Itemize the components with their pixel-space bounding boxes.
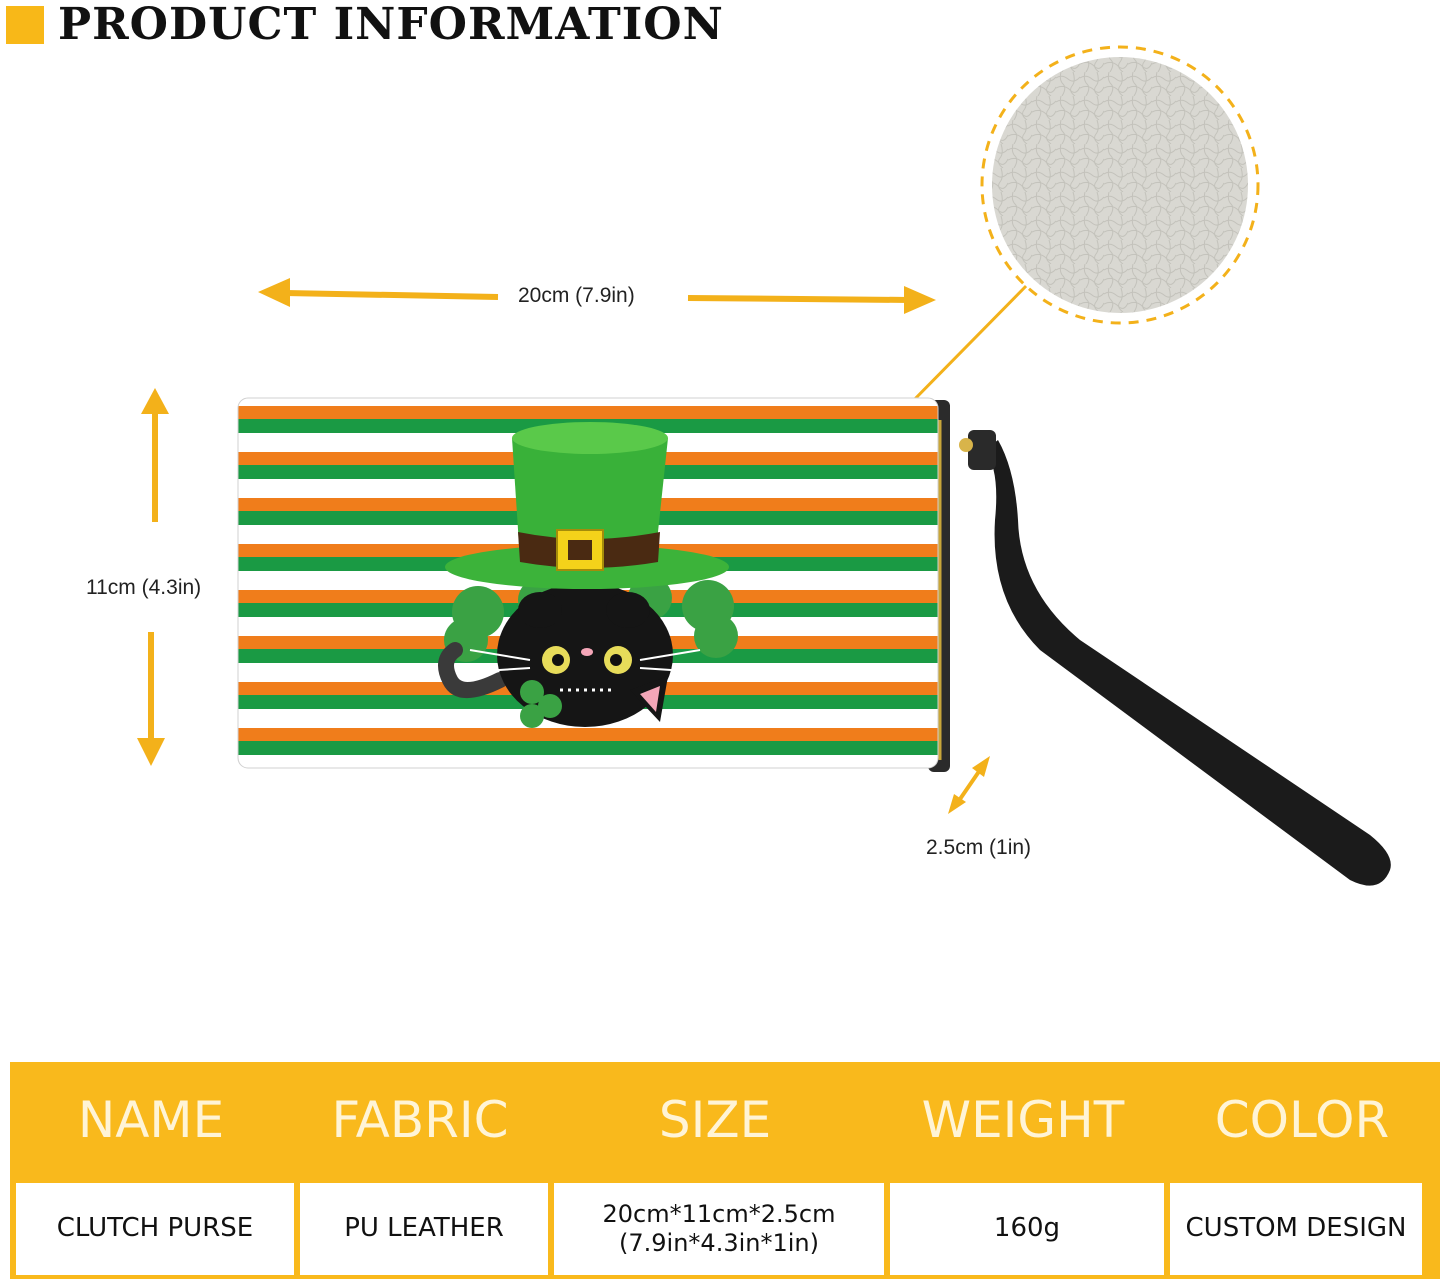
height-arrow [137, 388, 169, 766]
header-color: COLOR [1214, 1090, 1390, 1149]
page-title: PRODUCT INFORMATION [58, 0, 724, 50]
stripe-green [238, 787, 938, 801]
width-label: 20cm (7.9in) [518, 284, 635, 307]
value-color: CUSTOM DESIGN [1170, 1183, 1422, 1275]
depth-arrow [948, 756, 990, 814]
value-name: CLUTCH PURSE [16, 1183, 294, 1275]
width-arrow [258, 278, 936, 314]
header-fabric: FABRIC [331, 1090, 509, 1149]
stripe-green [238, 741, 938, 755]
height-label: 11cm (4.3in) [86, 576, 202, 599]
value-size: 20cm*11cm*2.5cm (7.9in*4.3in*1in) [554, 1183, 884, 1275]
stripe-orange [238, 728, 938, 741]
header-square-icon [6, 6, 44, 44]
spec-table-header: NAME FABRIC SIZE WEIGHT COLOR [10, 1062, 1440, 1177]
value-fabric: PU LEATHER [300, 1183, 548, 1275]
header-size: SIZE [658, 1090, 772, 1149]
value-weight: 160g [890, 1183, 1164, 1275]
depth-label: 2.5cm (1in) [926, 836, 1032, 859]
stripe-orange [238, 774, 938, 787]
value-size-imperial: (7.9in*4.3in*1in) [619, 1229, 819, 1257]
product-illustration [137, 45, 1391, 886]
value-size-metric: 20cm*11cm*2.5cm [602, 1200, 836, 1229]
product-info-header: PRODUCT INFORMATION [6, 0, 724, 50]
stripe-orange [238, 406, 938, 419]
leather-swatch [898, 45, 1260, 416]
zipper-pull-icon [959, 438, 973, 452]
spec-table-row: CLUTCH PURSE PU LEATHER 20cm*11cm*2.5cm … [16, 1183, 1422, 1275]
wrist-strap [968, 430, 1391, 886]
cat-leprechaun-artwork [438, 422, 738, 728]
spec-table: NAME FABRIC SIZE WEIGHT COLOR CLUTCH PUR… [10, 1062, 1440, 1279]
header-weight: WEIGHT [921, 1090, 1125, 1149]
header-name: NAME [77, 1090, 225, 1149]
